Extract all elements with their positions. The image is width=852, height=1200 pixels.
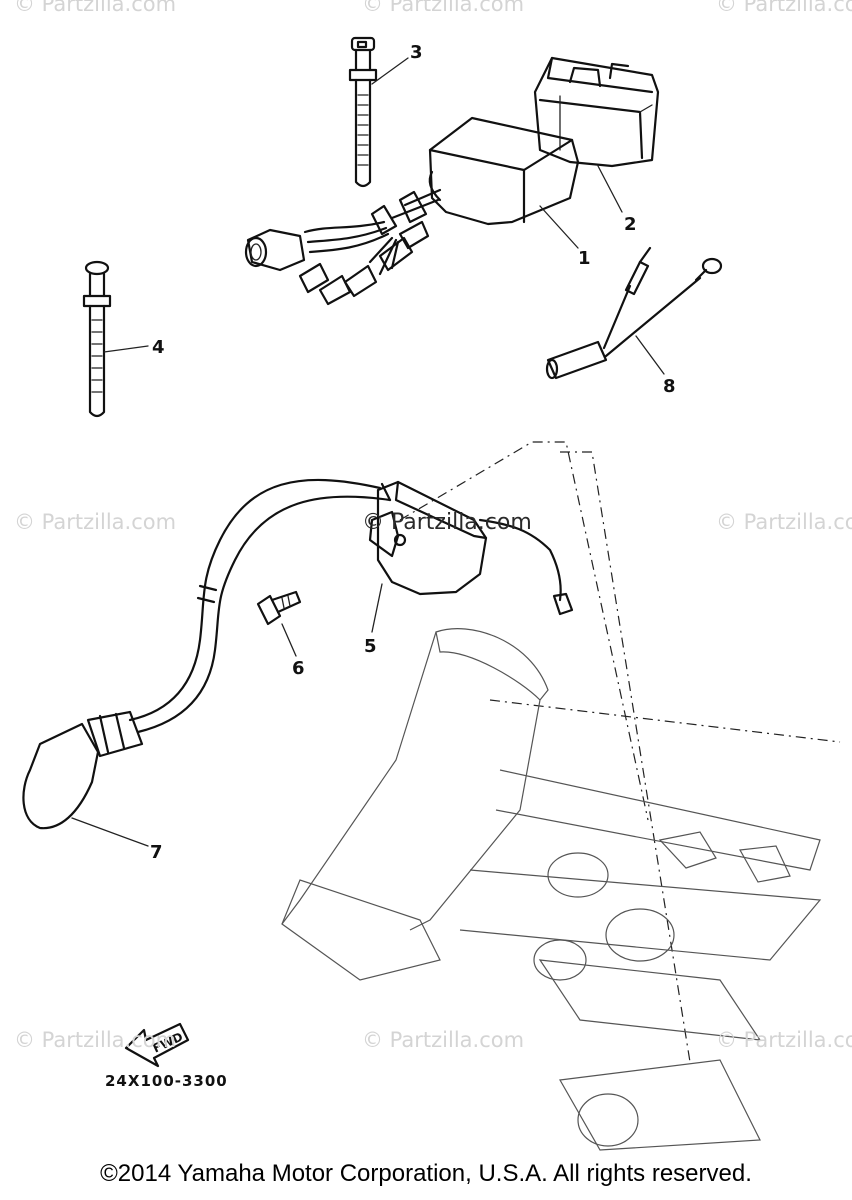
callout-1: 1: [578, 248, 591, 269]
part-1-cdi-unit[interactable]: [244, 116, 580, 306]
callout-5: 5: [364, 636, 377, 657]
part-4-cable-tie[interactable]: [82, 260, 112, 418]
part-8-lead-wire[interactable]: [545, 246, 723, 380]
callout-2: 2: [624, 214, 637, 235]
part-3-cable-tie[interactable]: [348, 36, 378, 188]
watermark: © Partzilla.com: [362, 0, 525, 16]
callout-7: 7: [150, 842, 163, 863]
diagram-code: 24X100-3300: [105, 1072, 228, 1090]
watermark: © Partzilla.com: [14, 0, 177, 16]
callout-3: 3: [410, 42, 423, 63]
part-7-plug-cap[interactable]: [22, 478, 392, 830]
watermark: © Partzilla.com: [14, 510, 177, 534]
watermark: © Partzilla.com: [716, 0, 852, 16]
leader-lines: [71, 57, 665, 847]
part-5-ignition-coil[interactable]: [368, 480, 574, 616]
part-6-screw[interactable]: [256, 590, 302, 626]
watermark: © Partzilla.com: [716, 510, 852, 534]
callout-6: 6: [292, 658, 305, 679]
watermark: © Partzilla.com: [362, 510, 532, 535]
watermark: © Partzilla.com: [716, 1028, 852, 1052]
copyright-notice: ©2014 Yamaha Motor Corporation, U.S.A. A…: [100, 1160, 752, 1187]
watermark: © Partzilla.com: [362, 1028, 525, 1052]
callout-8: 8: [663, 376, 676, 397]
watermark: © Partzilla.com: [14, 1028, 177, 1052]
frame-outline: [281, 441, 841, 1151]
callout-4: 4: [152, 337, 165, 358]
part-2-rubber-cover[interactable]: [533, 56, 660, 168]
